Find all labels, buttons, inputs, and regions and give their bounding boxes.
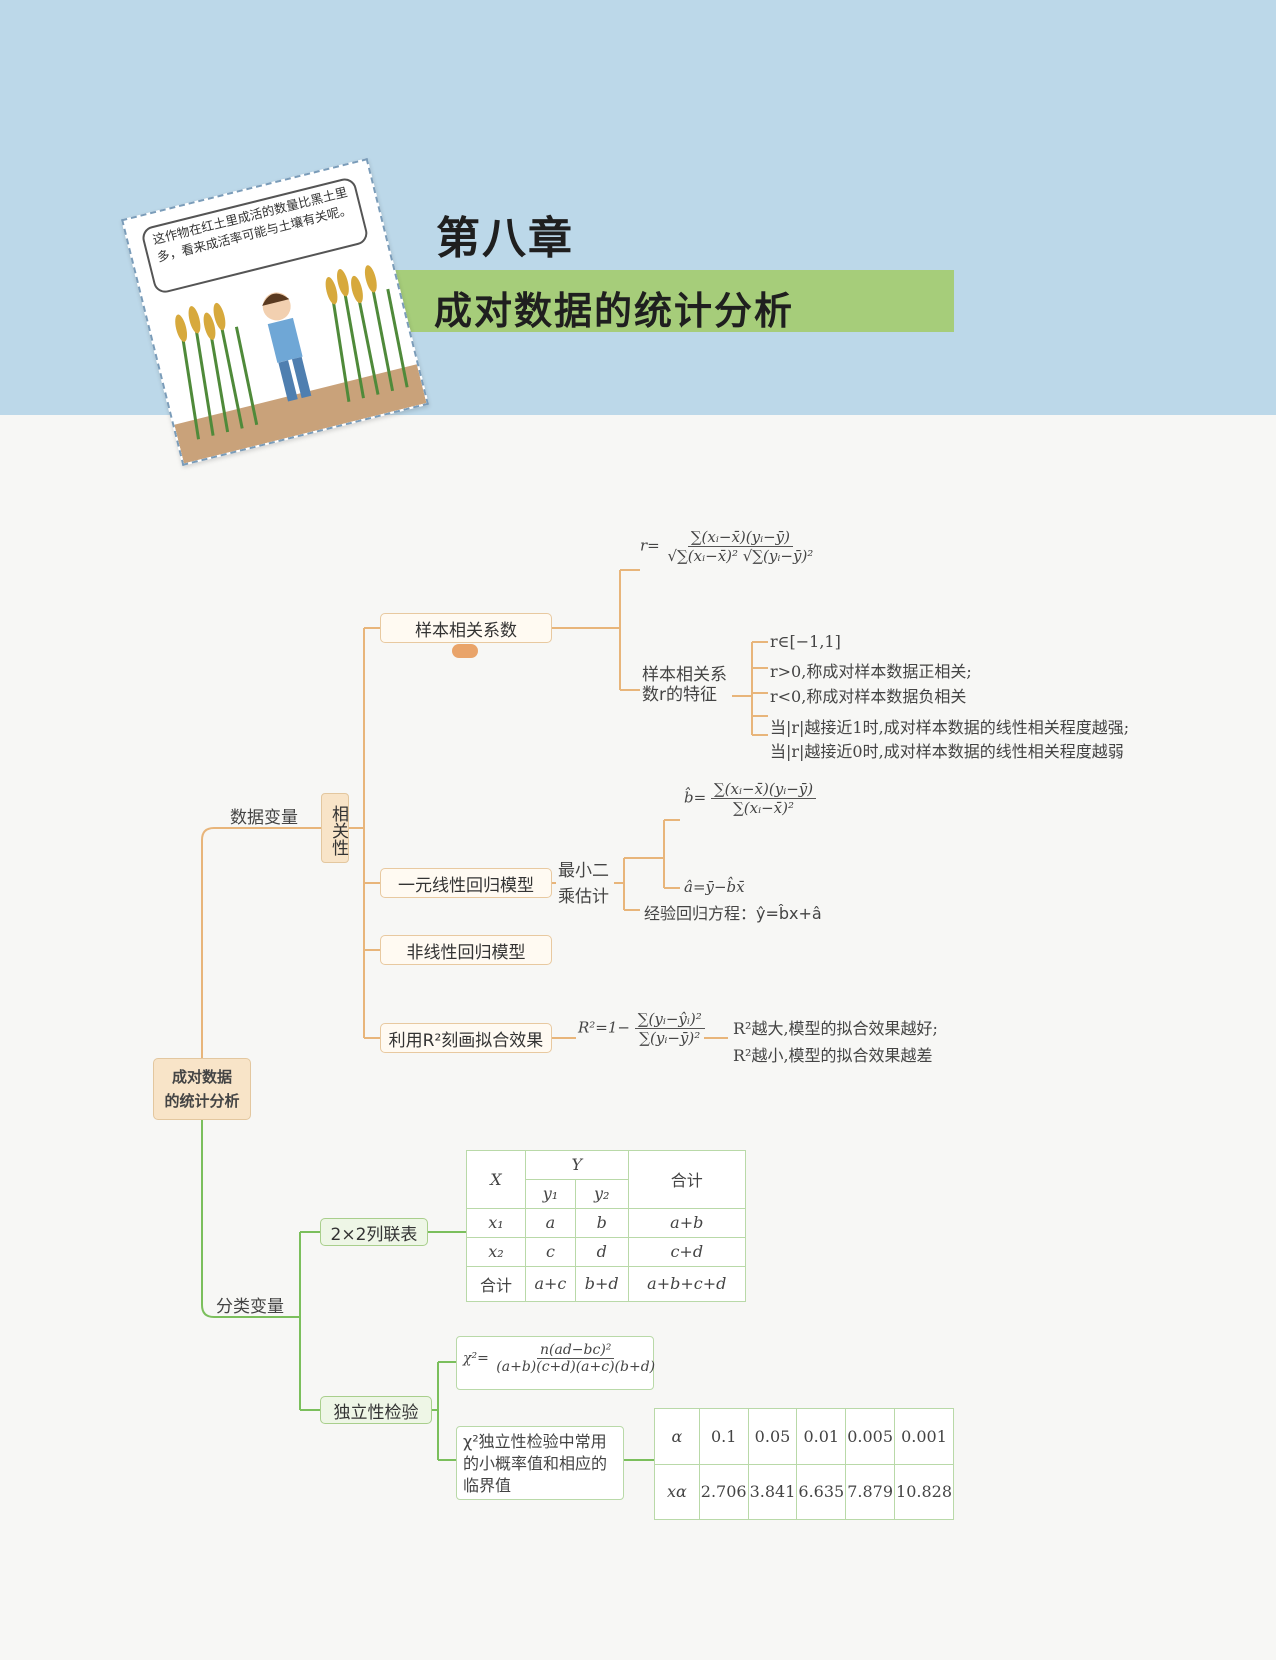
b-hat-formula: b̂= ∑(xᵢ−x̄)(yᵢ−ȳ) ∑(xᵢ−x̄)²	[684, 780, 817, 817]
chi-square-formula: χ²= n(ad−bc)² (a+b)(c+d)(a+c)(b+d)	[463, 1342, 658, 1375]
a-hat-formula: â=ȳ−b̂x̄	[684, 878, 745, 896]
chapter-title: 成对数据的统计分析	[434, 289, 795, 333]
b-hat-denominator: ∑(xᵢ−x̄)²	[733, 799, 794, 817]
cv-alpha-header: α	[654, 1408, 700, 1465]
cv-value: 2.706	[698, 1463, 749, 1520]
cv-value: 3.841	[747, 1463, 798, 1520]
cv-alpha: 0.005	[845, 1408, 896, 1465]
corr-feature-4: 当|r|越接近1时,成对样本数据的线性相关程度越强;	[770, 718, 1130, 737]
contingency-table: X Y 合计 y₁ y₂ x₁ a b a+b x₂ c d c+d 合计 a+…	[466, 1150, 747, 1302]
r-squared-note-2: R²越小,模型的拟合效果越差	[733, 1046, 933, 1065]
ct-header-total: 合计	[627, 1150, 747, 1209]
r-squared-lhs: R²=1−	[578, 1018, 630, 1037]
ct-cell: a	[525, 1207, 576, 1238]
ct-cell: x₁	[466, 1207, 526, 1238]
nonlinear-regression-node: 非线性回归模型	[380, 935, 552, 965]
ct-cell: x₂	[466, 1236, 526, 1267]
root-label-line2: 的统计分析	[164, 1092, 240, 1110]
ct-y2: y₂	[574, 1178, 629, 1209]
corr-features-label-line1: 样本相关系	[642, 665, 727, 685]
ct-header-x: X	[466, 1150, 526, 1209]
cv-alpha: 0.05	[747, 1408, 798, 1465]
chi-square-denominator: (a+b)(c+d)(a+c)(b+d)	[496, 1359, 656, 1375]
regression-equation: 经验回归方程：ŷ=b̂x+â	[644, 904, 822, 923]
corr-formula-lhs: r=	[640, 536, 660, 555]
corr-formula-denominator: √∑(xᵢ−x̄)² √∑(yᵢ−ȳ)²	[667, 547, 814, 565]
ct-cell: d	[574, 1236, 629, 1267]
corr-feature-2: r>0,称成对样本数据正相关;	[770, 662, 972, 681]
cv-value: 10.828	[894, 1463, 954, 1520]
contingency-node: 2×2列联表	[320, 1218, 428, 1246]
b-hat-numerator: ∑(xᵢ−x̄)(yᵢ−ȳ)	[710, 780, 817, 799]
title-bar	[352, 270, 954, 332]
r-squared-numerator: ∑(yᵢ−ŷᵢ)²	[634, 1010, 705, 1029]
sample-corr-node: 样本相关系数	[380, 613, 552, 643]
ct-y1: y₁	[525, 1178, 576, 1209]
b-hat-lhs: b̂=	[684, 788, 707, 807]
corr-features-label: 样本相关系 数r的特征	[642, 665, 727, 705]
cv-value: 7.879	[845, 1463, 896, 1520]
least-squares-line2: 乘估计	[558, 887, 609, 907]
corr-formula-numerator: ∑(xᵢ−x̄)(yᵢ−ȳ)	[687, 528, 793, 547]
r-squared-node: 利用R²刻画拟合效果	[380, 1023, 552, 1053]
corr-node-badge-icon	[452, 644, 478, 658]
chi-square-formula-box: χ²= n(ad−bc)² (a+b)(c+d)(a+c)(b+d)	[456, 1336, 655, 1390]
cv-x-header: xα	[654, 1463, 700, 1520]
r-squared-formula: R²=1− ∑(yᵢ−ŷᵢ)² ∑(yᵢ−ȳ)²	[578, 1010, 705, 1047]
least-squares-label: 最小二 乘估计	[558, 858, 609, 910]
ct-header-y: Y	[525, 1150, 629, 1180]
root-node: 成对数据 的统计分析	[153, 1058, 251, 1120]
corr-feature-3: r<0,称成对样本数据负相关	[770, 687, 967, 706]
corr-features-label-line2: 数r的特征	[642, 685, 717, 705]
root-label-line1: 成对数据	[171, 1068, 232, 1086]
ct-cell: a+b	[627, 1207, 747, 1238]
r-squared-note-1: R²越大,模型的拟合效果越好;	[733, 1019, 938, 1038]
ct-cell: c+d	[627, 1236, 747, 1267]
wheat-farmer-illustration	[174, 265, 427, 464]
linear-regression-node: 一元线性回归模型	[380, 868, 552, 898]
corr-feature-1: r∈[−1,1]	[770, 632, 841, 651]
chapter-number: 第八章	[436, 213, 574, 264]
ct-cell: a+c	[525, 1265, 576, 1302]
independence-node: 独立性检验	[320, 1396, 432, 1424]
cv-alpha: 0.01	[796, 1408, 847, 1465]
critical-value-table: α 0.1 0.05 0.01 0.005 0.001 xα 2.706 3.8…	[654, 1408, 954, 1520]
categorical-variable-label: 分类变量	[216, 1297, 284, 1317]
ct-cell: b+d	[574, 1265, 629, 1302]
r-squared-denominator: ∑(yᵢ−ȳ)²	[639, 1029, 701, 1047]
ct-cell: a+b+c+d	[627, 1265, 747, 1302]
numeric-variable-label: 数据变量	[230, 808, 298, 828]
corr-formula: r= ∑(xᵢ−x̄)(yᵢ−ȳ) √∑(xᵢ−x̄)² √∑(yᵢ−ȳ)²	[640, 528, 816, 565]
corr-feature-5: 当|r|越接近0时,成对样本数据的线性相关程度越弱	[770, 742, 1124, 761]
ct-cell: b	[574, 1207, 629, 1238]
least-squares-line1: 最小二	[558, 861, 609, 881]
chi-square-lhs: χ²=	[463, 1350, 489, 1367]
ct-cell: c	[525, 1236, 576, 1267]
chi-square-numerator: n(ad−bc)²	[537, 1342, 615, 1359]
critical-value-label-box: χ²独立性检验中常用的小概率值和相应的临界值	[456, 1426, 624, 1500]
cv-value: 6.635	[796, 1463, 847, 1520]
ct-cell: 合计	[466, 1265, 526, 1302]
illustration-card: 这作物在红土里成活的数量比黑土里多，看来成活率可能与土壤有关呢。	[121, 158, 429, 466]
correlation-group: 相关性	[321, 793, 349, 863]
cv-alpha: 0.1	[698, 1408, 749, 1465]
cv-alpha: 0.001	[894, 1408, 954, 1465]
